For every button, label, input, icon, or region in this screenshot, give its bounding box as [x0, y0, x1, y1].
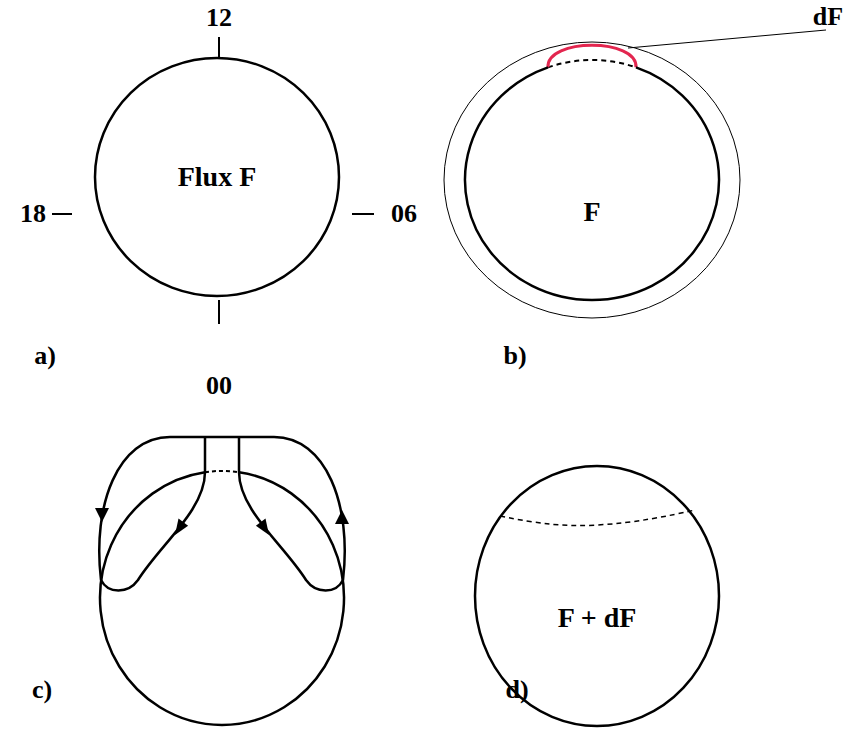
dashed-boundary [500, 510, 695, 526]
circle-outline [95, 58, 339, 296]
flux-text: Flux F [178, 163, 257, 191]
tick-mark [218, 37, 220, 57]
outer-boundary [444, 42, 740, 318]
added-flux-arc [548, 45, 636, 67]
hour-label: 12 [206, 5, 232, 31]
flow-arrow [256, 519, 269, 535]
tick-mark [52, 213, 72, 215]
flow-loop [239, 437, 345, 591]
hour-label: 00 [206, 373, 232, 399]
flow-arrow [175, 519, 188, 535]
flux-label: dF [813, 4, 843, 30]
flux-circle: Flux F [95, 58, 339, 296]
circle-outline [465, 60, 719, 300]
circle-outline [465, 67, 719, 300]
panel-label: c) [32, 677, 52, 703]
hour-label: 06 [391, 201, 417, 227]
flow-arrow [335, 510, 349, 524]
flux-text: F + dF [558, 604, 637, 632]
tick-mark [218, 300, 220, 324]
flux-circle: F [465, 60, 719, 300]
panel-label: a) [34, 343, 56, 369]
dashed-boundary [548, 60, 636, 67]
tick-mark [352, 213, 374, 215]
dashed-boundary [205, 471, 239, 472]
flow-arrow [95, 508, 109, 522]
panel-label: b) [503, 343, 526, 369]
flow-loop [99, 437, 205, 591]
circle-outline [475, 466, 719, 726]
flux-text: F [583, 198, 600, 226]
hour-label: 18 [20, 201, 46, 227]
flow-line [170, 436, 274, 439]
panel-label: d) [505, 677, 528, 703]
polar-cap-circle [100, 472, 344, 725]
leader-line [628, 30, 826, 48]
